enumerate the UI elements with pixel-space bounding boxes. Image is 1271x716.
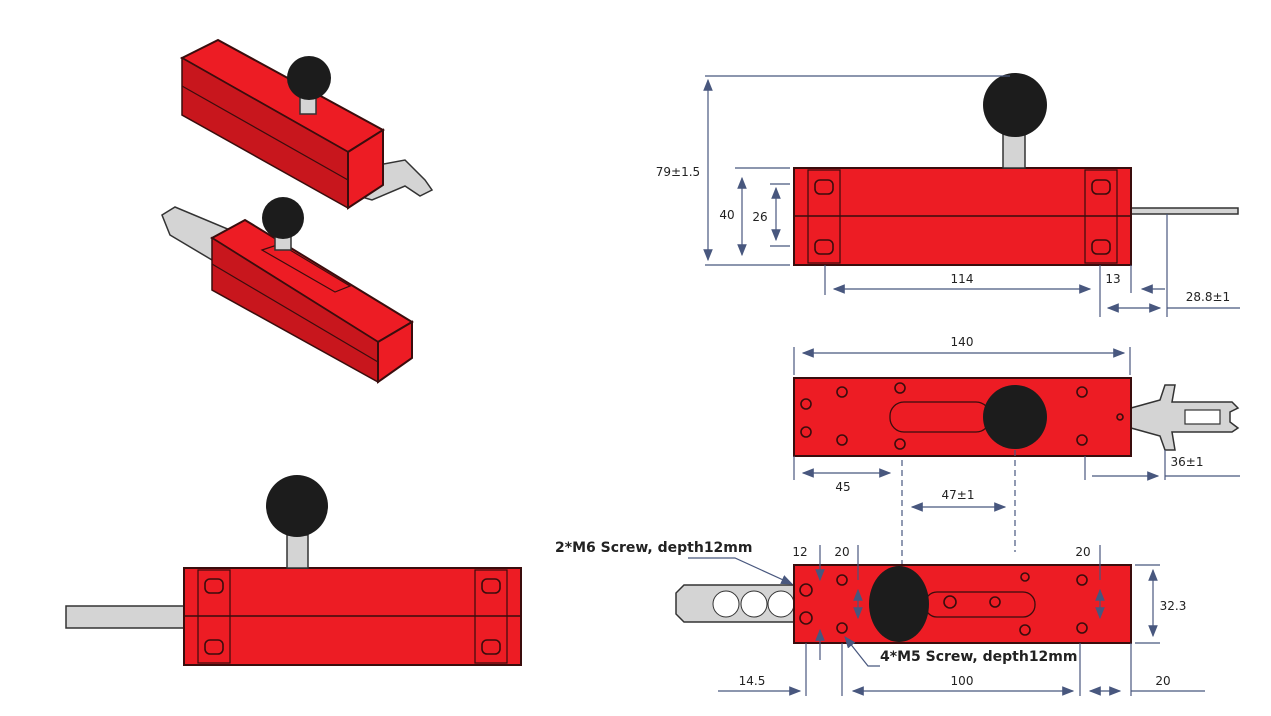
dim-left-hole-offset: 20 [834,545,849,559]
dim-right-hole-offset: 20 [1075,545,1090,559]
dim-end-offset-bottom: 20 [1155,674,1170,688]
side-view [65,475,522,666]
isometric-view-key-removed [161,197,414,384]
knob-icon [287,56,331,100]
m5-screw-callout: 4*M5 Screw, depth12mm [880,649,1077,665]
dim-length: 140 [951,335,974,349]
dim-end-offset: 13 [1105,272,1120,286]
knob-icon [869,566,929,642]
dim-hole-spacing-bottom: 100 [951,674,974,688]
dim-key-length: 36±1 [1171,455,1204,469]
knob-icon [983,385,1047,449]
bottom-view: 2*M6 Screw, depth12mm 4*M5 Screw, depth1… [555,540,1205,696]
isometric-view-key-inserted [179,38,434,210]
knob-icon [266,475,328,537]
front-view: 79±1.5 40 26 114 13 28.8±1 [656,73,1240,317]
dim-width: 32.3 [1160,599,1187,613]
top-view: 140 45 47±1 36±1 [793,335,1240,640]
knob-icon [983,73,1047,137]
dim-knob-offset: 45 [835,480,850,494]
dim-body-height: 40 [719,208,734,222]
m6-screw-callout: 2*M6 Screw, depth12mm [555,540,752,556]
dim-key-offset: 14.5 [739,674,766,688]
dim-key-extension: 28.8±1 [1186,290,1230,304]
dim-m6-offset: 12 [792,545,807,559]
dim-knob-travel: 47±1 [942,488,975,502]
dim-total-height: 79±1.5 [656,165,700,179]
knob-icon [262,197,304,239]
dim-hole-height: 26 [752,210,767,224]
dim-hole-spacing: 114 [951,272,974,286]
